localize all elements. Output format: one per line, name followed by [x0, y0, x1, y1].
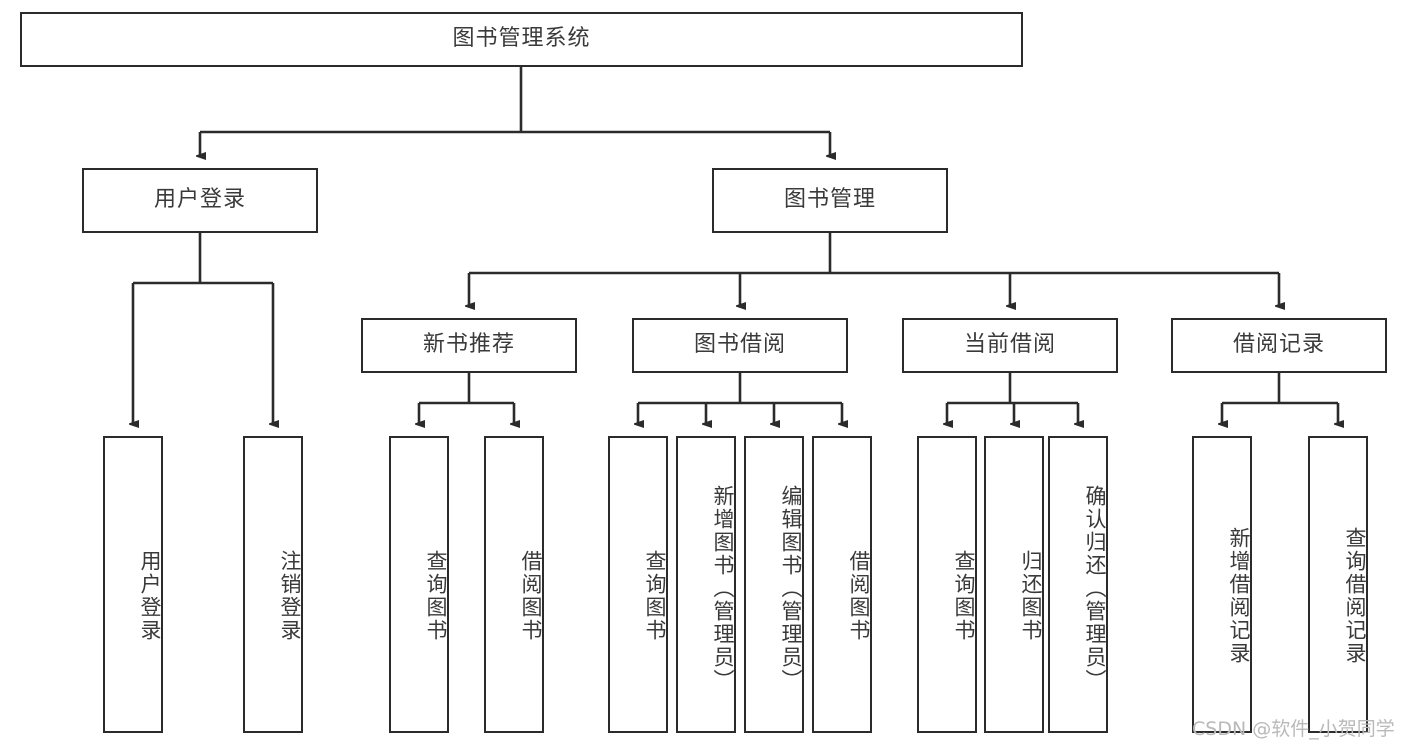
node-label: 查询借阅记录: [1343, 526, 1367, 665]
node-leaf-return-book[interactable]: 归还图书: [984, 436, 1044, 733]
node-leaf-query-record[interactable]: 查询借阅记录: [1308, 436, 1368, 733]
node-label: 查询图书: [643, 549, 667, 642]
node-user-login[interactable]: 用户登录: [82, 168, 318, 233]
node-leaf-add-record[interactable]: 新增借阅记录: [1192, 436, 1252, 733]
node-label: 用户登录: [138, 549, 162, 642]
node-label: 新书推荐: [422, 332, 515, 358]
node-label: 用户登录: [153, 187, 246, 213]
node-label: 当前借阅: [963, 332, 1056, 358]
node-label: 图书管理系统: [452, 26, 591, 52]
node-leaf-borrow-book-2[interactable]: 借阅图书: [812, 436, 872, 733]
node-leaf-borrow-book-1[interactable]: 借阅图书: [484, 436, 544, 733]
node-root-system[interactable]: 图书管理系统: [20, 12, 1023, 67]
node-label: 借阅图书: [847, 549, 871, 642]
node-leaf-confirm-return[interactable]: 确认归还（管理员）: [1048, 436, 1108, 733]
node-leaf-add-book[interactable]: 新增图书（管理员）: [676, 436, 736, 733]
node-leaf-edit-book[interactable]: 编辑图书（管理员）: [744, 436, 804, 733]
node-book-manage[interactable]: 图书管理: [712, 168, 948, 233]
node-label: 查询图书: [952, 549, 976, 642]
csdn-watermark: CSDN @软件_小贺同学: [1192, 718, 1395, 740]
node-book-borrow[interactable]: 图书借阅: [632, 318, 848, 373]
node-borrow-record[interactable]: 借阅记录: [1171, 318, 1387, 373]
node-label: 确认归还（管理员）: [1083, 485, 1107, 692]
node-current-borrow[interactable]: 当前借阅: [902, 318, 1118, 373]
node-leaf-logout[interactable]: 注销登录: [243, 436, 303, 733]
node-leaf-query-book-2[interactable]: 查询图书: [608, 436, 668, 733]
node-label: 借阅图书: [519, 549, 543, 642]
node-leaf-user-login[interactable]: 用户登录: [103, 436, 163, 733]
node-label: 注销登录: [278, 549, 302, 642]
node-label: 归还图书: [1019, 549, 1043, 642]
node-leaf-query-book-3[interactable]: 查询图书: [917, 436, 977, 733]
node-label: 新增借阅记录: [1227, 526, 1251, 665]
node-label: 图书管理: [783, 187, 876, 213]
node-new-book-recommend[interactable]: 新书推荐: [361, 318, 577, 373]
node-label: 借阅记录: [1232, 332, 1325, 358]
node-label: 新增图书（管理员）: [711, 485, 735, 692]
node-label: 图书借阅: [693, 332, 786, 358]
node-leaf-query-book-1[interactable]: 查询图书: [389, 436, 449, 733]
node-label: 编辑图书（管理员）: [779, 485, 803, 692]
node-label: 查询图书: [424, 549, 448, 642]
